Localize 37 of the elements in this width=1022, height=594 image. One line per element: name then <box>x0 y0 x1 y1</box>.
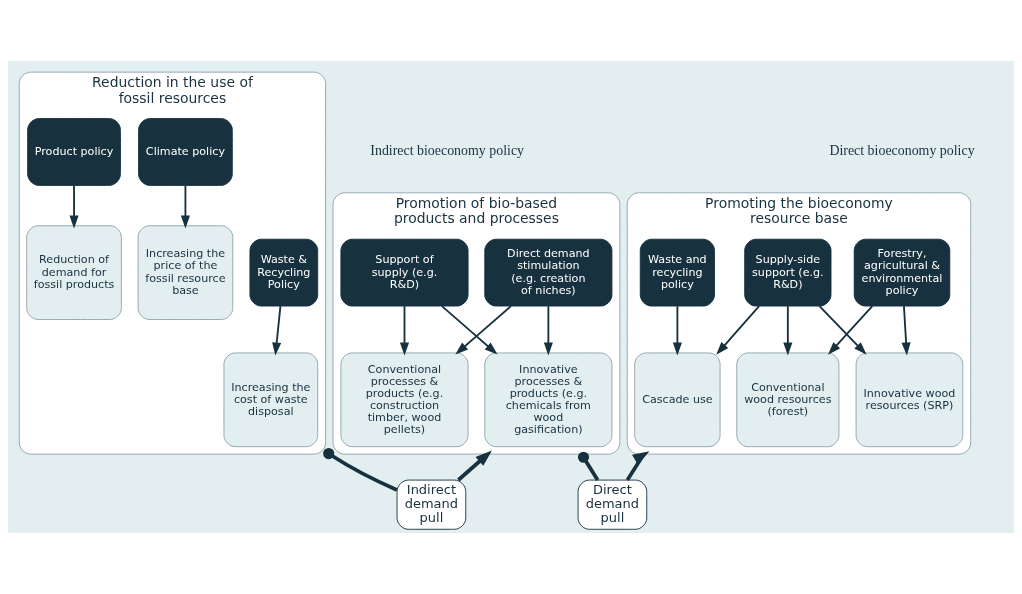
node-box: Innovative wood resources (SRP) <box>855 352 964 448</box>
label: Indirect bioeconomy policy <box>370 143 525 159</box>
node-box: Innovative processes & products (e.g. chemicals from wood gasification) <box>484 352 613 448</box>
arrow <box>716 305 761 355</box>
node-box: Direct demand stimulation (e.g. creation of niches) <box>484 238 613 307</box>
arrow <box>818 305 867 355</box>
node-box: Increasing the price of the fossil resource base <box>137 225 234 320</box>
arrow <box>69 184 79 229</box>
node-box: Supply-side support (e.g. R&D) <box>744 238 832 307</box>
node-box: Climate policy <box>138 118 233 186</box>
node-box: Waste and recycling policy <box>639 238 715 307</box>
node-box: Waste & Recycling Policy <box>249 238 319 307</box>
node-box: Reduction of demand for fossil products <box>26 225 122 320</box>
arrow <box>441 305 498 355</box>
arrow <box>783 305 793 356</box>
connector <box>577 451 600 481</box>
arrow <box>272 305 282 356</box>
arrow <box>455 305 512 355</box>
connector <box>323 448 398 492</box>
arrow <box>672 305 682 356</box>
arrow <box>399 305 410 356</box>
node-box: Forestry, agricultural & environmental policy <box>853 238 951 307</box>
node-box: Direct demand pull <box>577 479 648 530</box>
arrow <box>543 305 553 356</box>
node-box: Product policy <box>27 118 121 186</box>
arrow <box>180 184 190 229</box>
node-box: Conventional processes & products (e.g. construction timber, wood pellets) <box>340 352 469 448</box>
node-box: Support of supply (e.g. R&D) <box>340 238 469 307</box>
node-box: Increasing the cost of waste disposal <box>223 352 319 448</box>
node-box: Indirect demand pull <box>396 479 467 530</box>
node-box: Conventional wood resources (forest) <box>736 352 840 448</box>
node-box: Cascade use <box>634 352 721 448</box>
label: Direct bioeconomy policy <box>829 143 975 159</box>
arrow <box>901 305 911 356</box>
arrow <box>457 450 492 482</box>
arrow <box>625 451 650 481</box>
arrow <box>827 305 874 355</box>
